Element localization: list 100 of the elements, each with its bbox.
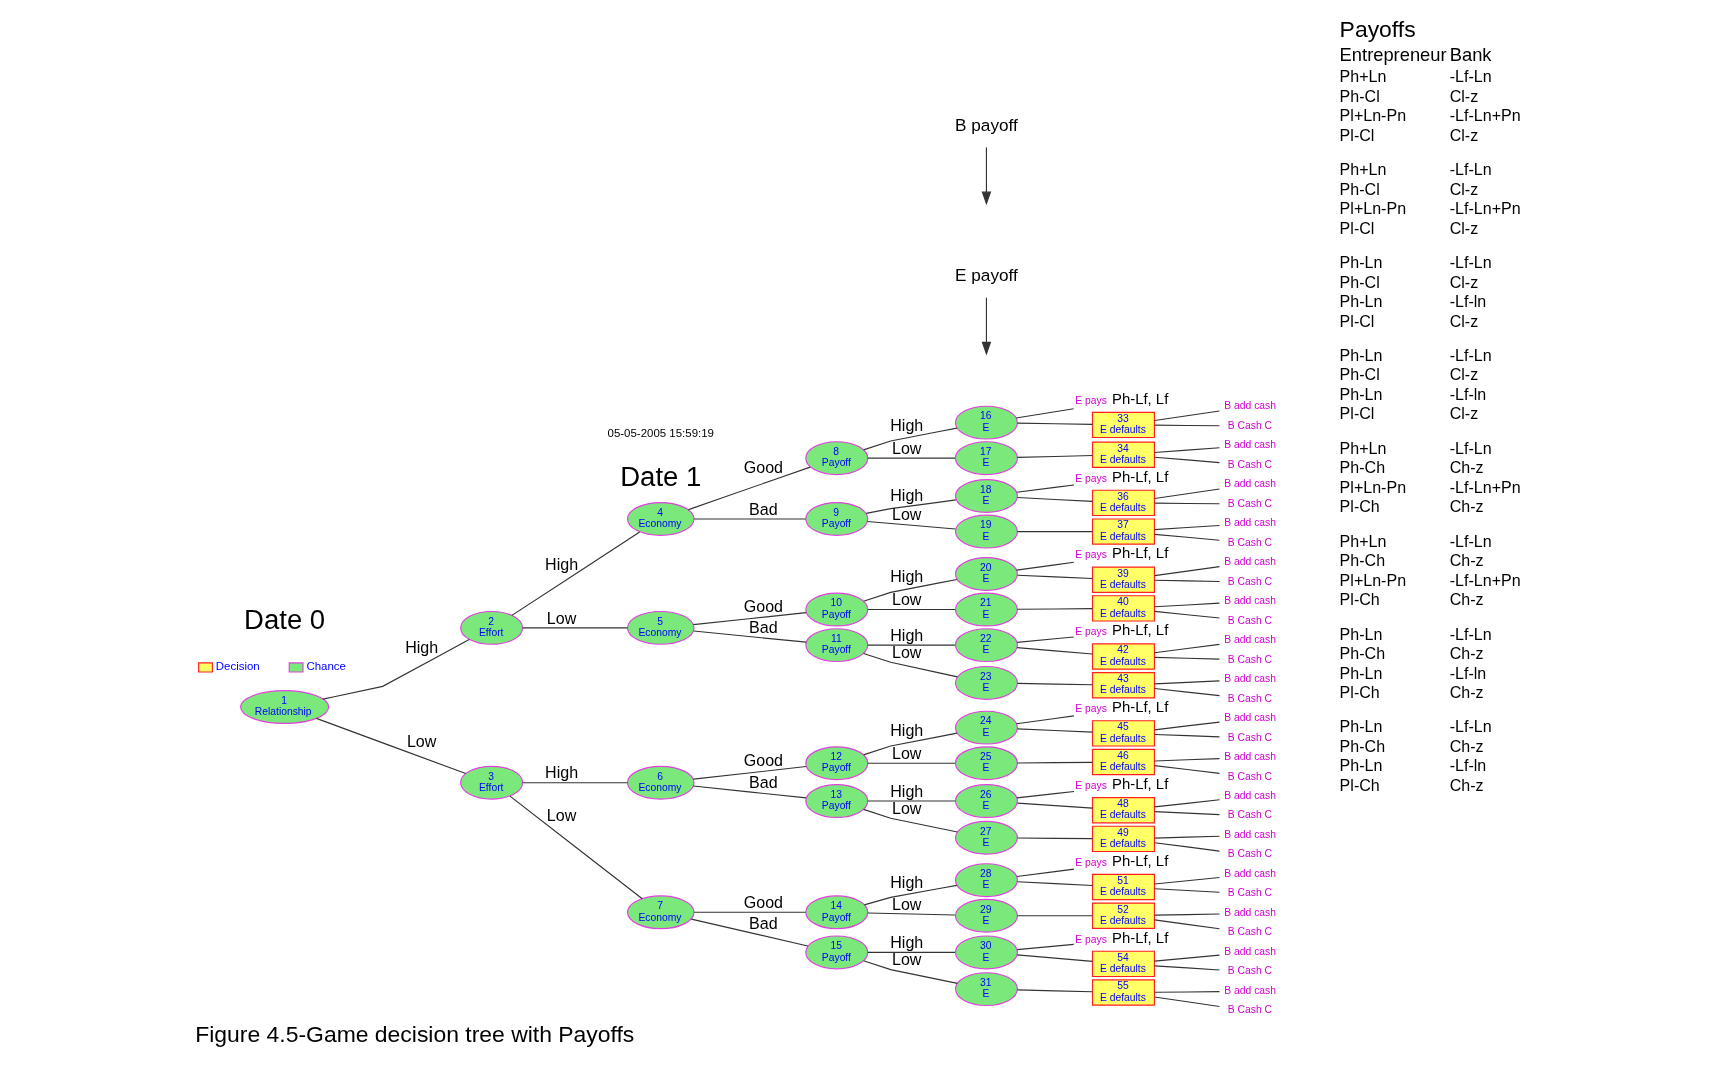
label: Cl-z <box>1449 404 1479 423</box>
node-text: B Cash C <box>1227 1004 1272 1016</box>
label: Ph+Ln <box>1339 160 1387 179</box>
connector <box>1016 647 1093 655</box>
label: -Lf-Ln+Pn <box>1449 199 1521 218</box>
node-text: B Cash C <box>1227 887 1272 899</box>
connector <box>322 638 470 700</box>
node-text: B Cash C <box>1227 848 1272 860</box>
edge-label: Bad <box>749 772 778 791</box>
legend-label: Decision <box>215 660 260 673</box>
connector <box>1154 410 1221 422</box>
connector <box>693 911 807 913</box>
node-ellipse: 30 E <box>954 935 1018 970</box>
node-box: 52 E defaults <box>1091 902 1155 929</box>
node-ellipse: 12 Payoff <box>805 746 869 781</box>
connector <box>692 785 807 799</box>
edge-label: High <box>405 638 439 657</box>
node-box: 45 E defaults <box>1091 720 1155 747</box>
connector <box>1154 524 1221 531</box>
connector <box>1154 876 1221 885</box>
node-text: B payoff <box>955 114 1018 135</box>
connector <box>522 627 629 629</box>
label: -Lf-Ln <box>1449 717 1492 736</box>
node-text: B add cash <box>1224 556 1276 568</box>
node-box: 37 E defaults <box>1091 518 1155 545</box>
node-text: B Cash C <box>1227 497 1272 509</box>
label: Pl-Cl <box>1339 218 1375 237</box>
label: -Lf-Ln <box>1449 624 1492 643</box>
node-ellipse: 14 Payoff <box>805 895 869 930</box>
label: Ch-z <box>1449 644 1484 663</box>
node-box: 55 E defaults <box>1091 979 1155 1006</box>
node-text: B add cash <box>1224 439 1276 451</box>
node-text: B add cash <box>1224 673 1276 685</box>
caption: Figure 4.5-Game decision tree with Payoffs <box>195 1020 635 1047</box>
label: Pl+Ln-Pn <box>1339 477 1407 496</box>
node-box: 49 E defaults <box>1091 825 1155 853</box>
node-text: B Cash C <box>1227 614 1272 626</box>
connector <box>1154 424 1221 427</box>
label: Ph-Ln <box>1339 624 1383 643</box>
node-text: B Cash C <box>1227 965 1272 977</box>
label: Ch-z <box>1449 775 1484 794</box>
node-text: E pays Ph-Lf, Lf <box>1075 929 1169 946</box>
edge-label: High <box>890 781 924 800</box>
node-ellipse: 23 E <box>954 665 1018 700</box>
node-text: B add cash <box>1224 595 1276 607</box>
node-text: B add cash <box>1224 400 1276 412</box>
edge-label: Low <box>892 438 922 457</box>
node-ellipse: 18 E <box>954 479 1018 513</box>
connector <box>867 912 956 916</box>
node-box: 46 E defaults <box>1091 748 1155 776</box>
connector <box>1015 408 1075 419</box>
node-text: E pays Ph-Lf, Lf <box>1075 468 1169 485</box>
label: Cl-z <box>1449 311 1479 330</box>
label: Pl-Ch <box>1339 497 1380 516</box>
node-ellipse: 20 E <box>954 557 1018 591</box>
label: Cl-z <box>1449 86 1479 105</box>
node-box: 48 E defaults <box>1091 797 1155 824</box>
connector <box>692 612 807 626</box>
edge-label: High <box>890 933 924 952</box>
connector <box>693 630 807 643</box>
label: Ph-Ln <box>1339 292 1383 311</box>
node-text: B add cash <box>1224 712 1276 724</box>
connector <box>1015 561 1075 571</box>
node-ellipse: 10 Payoff <box>805 592 869 627</box>
arrow <box>981 146 992 206</box>
node-ellipse: 5 Economy <box>626 610 695 645</box>
connector <box>1154 991 1221 993</box>
label: Cl-z <box>1449 365 1479 384</box>
label: -Lf-Ln+Pn <box>1449 570 1521 589</box>
connector <box>1016 636 1075 643</box>
label: Ph+Ln <box>1339 67 1387 86</box>
label: Pl+Ln-Pn <box>1339 570 1407 589</box>
node-ellipse: 8 Payoff <box>805 441 869 476</box>
connector <box>863 578 958 602</box>
connector <box>1154 602 1221 608</box>
label: -Lf-ln <box>1449 663 1487 682</box>
edge-label: Good <box>743 458 784 477</box>
connector <box>1016 761 1094 764</box>
node-text: B add cash <box>1224 984 1276 996</box>
label: Ch-z <box>1449 736 1484 755</box>
connector <box>867 644 956 646</box>
node-ellipse: 13 Payoff <box>805 784 869 818</box>
connector <box>1016 802 1094 809</box>
node-ellipse: 19 E <box>954 514 1018 549</box>
connector <box>1154 996 1221 1008</box>
connector <box>1154 765 1221 774</box>
label: Ph-Ln <box>1339 756 1383 775</box>
node-ellipse: 2 Effort <box>460 610 524 645</box>
edge-label: Low <box>892 895 922 914</box>
connector <box>1015 715 1075 725</box>
connector <box>1154 721 1221 731</box>
connector <box>1154 888 1221 893</box>
connector <box>1154 533 1221 541</box>
node-text: B Cash C <box>1227 926 1272 938</box>
node-text: B Cash C <box>1227 653 1272 665</box>
node-text: B add cash <box>1224 789 1276 801</box>
connector <box>690 918 809 947</box>
label: -Lf-ln <box>1449 756 1487 775</box>
node-ellipse: 7 Economy <box>626 895 695 930</box>
edge-label: High <box>545 763 579 782</box>
